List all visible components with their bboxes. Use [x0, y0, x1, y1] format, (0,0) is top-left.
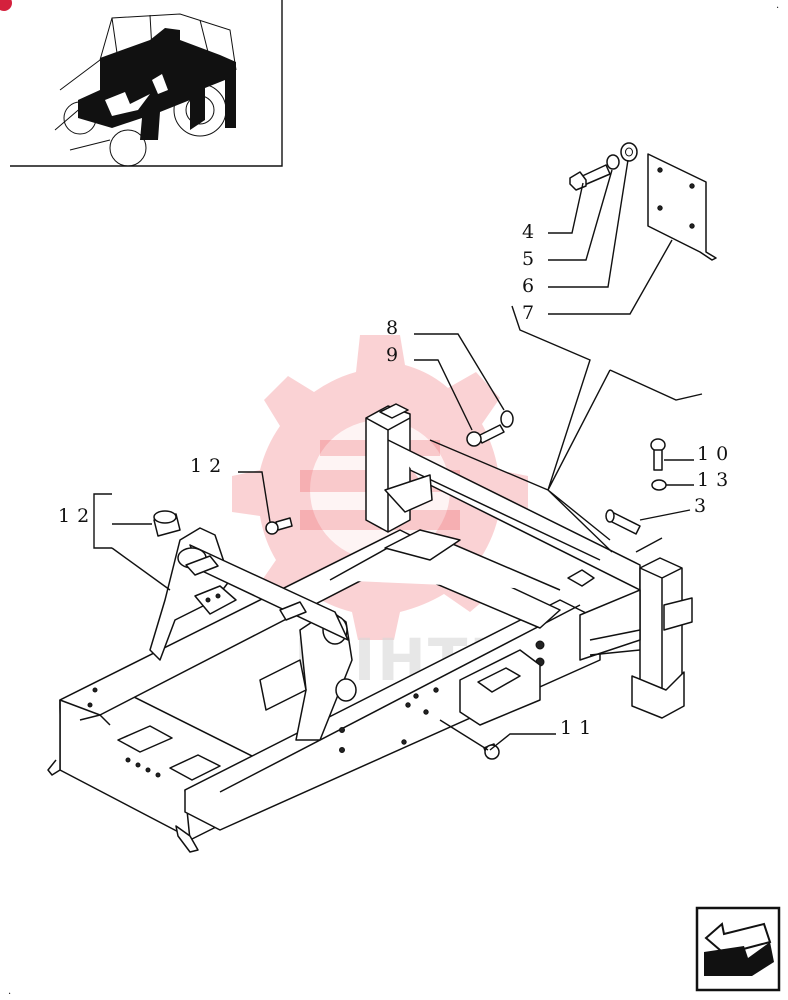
plate-7-icon — [647, 153, 717, 261]
bolt-9-icon — [466, 424, 505, 447]
loader-frame — [47, 403, 693, 853]
callout-12-left: 12 — [58, 505, 96, 527]
callout-12-center: 12 — [190, 455, 228, 477]
leader-lines — [93, 159, 703, 751]
washer-8-icon — [500, 410, 514, 428]
bolt-10-icon — [650, 438, 666, 471]
callout-8: 8 — [386, 317, 405, 339]
callout-7: 7 — [522, 302, 541, 324]
callout-4: 4 — [522, 221, 541, 243]
bolt-12-icon — [265, 517, 293, 535]
callout-11: 11 — [560, 717, 598, 739]
callout-6: 6 — [522, 275, 541, 297]
callout-10: 10 — [697, 443, 735, 465]
washer-13-icon — [651, 479, 667, 491]
callout-5: 5 — [522, 248, 541, 270]
bolt-11-icon — [483, 743, 500, 760]
corner-mark-bottom: . — [8, 986, 11, 997]
callout-13: 13 — [697, 469, 735, 491]
marker-dot-icon — [0, 0, 12, 11]
washer-5-icon — [606, 154, 620, 170]
callout-9: 9 — [386, 344, 405, 366]
bolt-4-icon — [569, 164, 611, 191]
corner-mark: . — [776, 0, 779, 11]
bushing-12-icon — [153, 510, 181, 537]
next-page-arrow-icon[interactable] — [695, 906, 781, 992]
pin-3-icon — [605, 509, 641, 535]
callout-3: 3 — [694, 495, 713, 517]
tractor-thumbnail-icon[interactable] — [0, 0, 283, 167]
